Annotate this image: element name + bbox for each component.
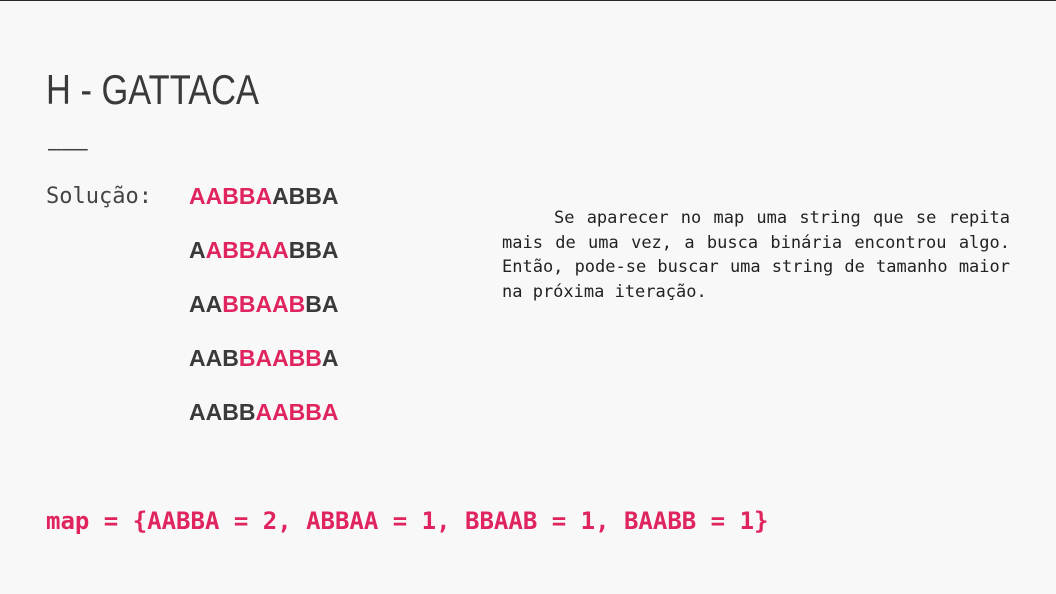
- explanation-text: Se aparecer no map uma string que se rep…: [502, 208, 1010, 302]
- window-line: AABBAABBA: [189, 236, 339, 290]
- window-line: AABBAABBA: [189, 398, 339, 452]
- title-underline: ———: [48, 137, 88, 162]
- window-prefix: AA: [189, 291, 223, 317]
- window-suffix: A: [321, 345, 339, 371]
- window-suffix: ABBA: [272, 183, 339, 209]
- window-prefix: A: [189, 237, 206, 263]
- window-suffix: BA: [305, 291, 339, 317]
- window-highlight: AABBA: [255, 399, 339, 425]
- window-line: AABBAABBA: [189, 182, 339, 236]
- map-contents: map = {AABBA = 2, ABBAA = 1, BBAAB = 1, …: [46, 507, 769, 535]
- sliding-window-list: AABBAABBA AABBAABBA AABBAABBA AABBAABBA …: [189, 182, 339, 452]
- window-suffix: BBA: [288, 237, 339, 263]
- window-line: AABBAABBA: [189, 290, 339, 344]
- window-highlight: AABBA: [189, 183, 273, 209]
- window-highlight: BAABB: [238, 345, 322, 371]
- window-highlight: BBAAB: [222, 291, 306, 317]
- window-prefix: AABB: [189, 399, 256, 425]
- window-prefix: AAB: [189, 345, 239, 371]
- slide-title: H - GATTACA: [46, 66, 260, 113]
- window-highlight: ABBAA: [205, 237, 289, 263]
- window-line: AABBAABBA: [189, 344, 339, 398]
- solution-label: Solução:: [46, 184, 152, 209]
